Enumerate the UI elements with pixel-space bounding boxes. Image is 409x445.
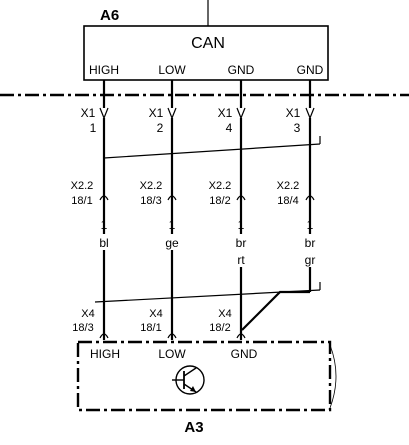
x1-pin-1: 1 xyxy=(90,121,97,135)
x4-pin-2: 18/1 xyxy=(140,322,161,334)
x4-label-3: X4 xyxy=(218,308,231,320)
x1-label-2: X1 xyxy=(149,106,164,120)
x4-label-1: X4 xyxy=(81,308,94,320)
wire-color-2-front: ge xyxy=(165,236,179,250)
label-mask-1 xyxy=(94,234,114,250)
module-a3-edge xyxy=(329,344,337,409)
gnd-join-wire xyxy=(241,290,310,331)
x22-label-1: X2.2 xyxy=(71,180,94,192)
x4-connector-symbols xyxy=(99,333,246,339)
wire-color2-3-front: rt xyxy=(237,253,245,267)
x1-pin-2: 2 xyxy=(157,121,164,135)
label-mask-4 xyxy=(300,234,320,267)
x22-pin-3: 18/2 xyxy=(209,195,230,207)
transistor-icon xyxy=(172,365,205,395)
twist-marker-top xyxy=(103,143,321,159)
label-mask-3 xyxy=(231,234,251,267)
module-a3-box xyxy=(76,340,332,412)
x1-pin-3: 4 xyxy=(226,121,233,135)
wire-color-3-front: br xyxy=(236,236,247,250)
x4-pin-1: 18/3 xyxy=(72,322,93,334)
x1-connector-symbols xyxy=(99,107,315,120)
module-a6-box xyxy=(83,25,329,81)
x22-label-3: X2.2 xyxy=(209,180,232,192)
top-pin-label-1: HIGH xyxy=(89,63,119,77)
x1-label-4: X1 xyxy=(286,106,301,120)
module-a6-label: A6 xyxy=(100,7,119,24)
x4-label-2: X4 xyxy=(149,308,162,320)
module-a3-label: A3 xyxy=(184,419,203,436)
x22-label-4: X2.2 xyxy=(277,180,300,192)
module-a3[interactable]: A3 xyxy=(76,340,332,436)
x22-label-2: X2.2 xyxy=(140,180,163,192)
top-pin-label-4: GND xyxy=(297,63,324,77)
bottom-pin-label-2: LOW xyxy=(158,347,186,361)
wire-color2-4-front: gr xyxy=(305,253,316,267)
x22-connector-symbols xyxy=(99,195,315,201)
label-mask-2 xyxy=(162,234,182,250)
bottom-pin-label-3: GND xyxy=(231,347,258,361)
x4-pin-3: 18/2 xyxy=(209,322,230,334)
module-a6[interactable]: A6 CAN xyxy=(83,0,329,81)
top-pin-label-2: LOW xyxy=(158,63,186,77)
x1-pin-4: 3 xyxy=(294,121,301,135)
x22-pin-2: 18/3 xyxy=(140,195,161,207)
wire-color-4-front: br xyxy=(305,236,316,250)
bottom-pin-label-1: HIGH xyxy=(90,347,120,361)
top-pin-label-3: GND xyxy=(228,63,255,77)
x22-pin-4: 18/4 xyxy=(277,195,298,207)
module-a6-title: CAN xyxy=(191,35,225,52)
x1-label-3: X1 xyxy=(218,106,233,120)
x22-pin-1: 18/1 xyxy=(71,195,92,207)
wire-color-1-front: bl xyxy=(99,236,108,250)
x1-label-1: X1 xyxy=(81,106,96,120)
